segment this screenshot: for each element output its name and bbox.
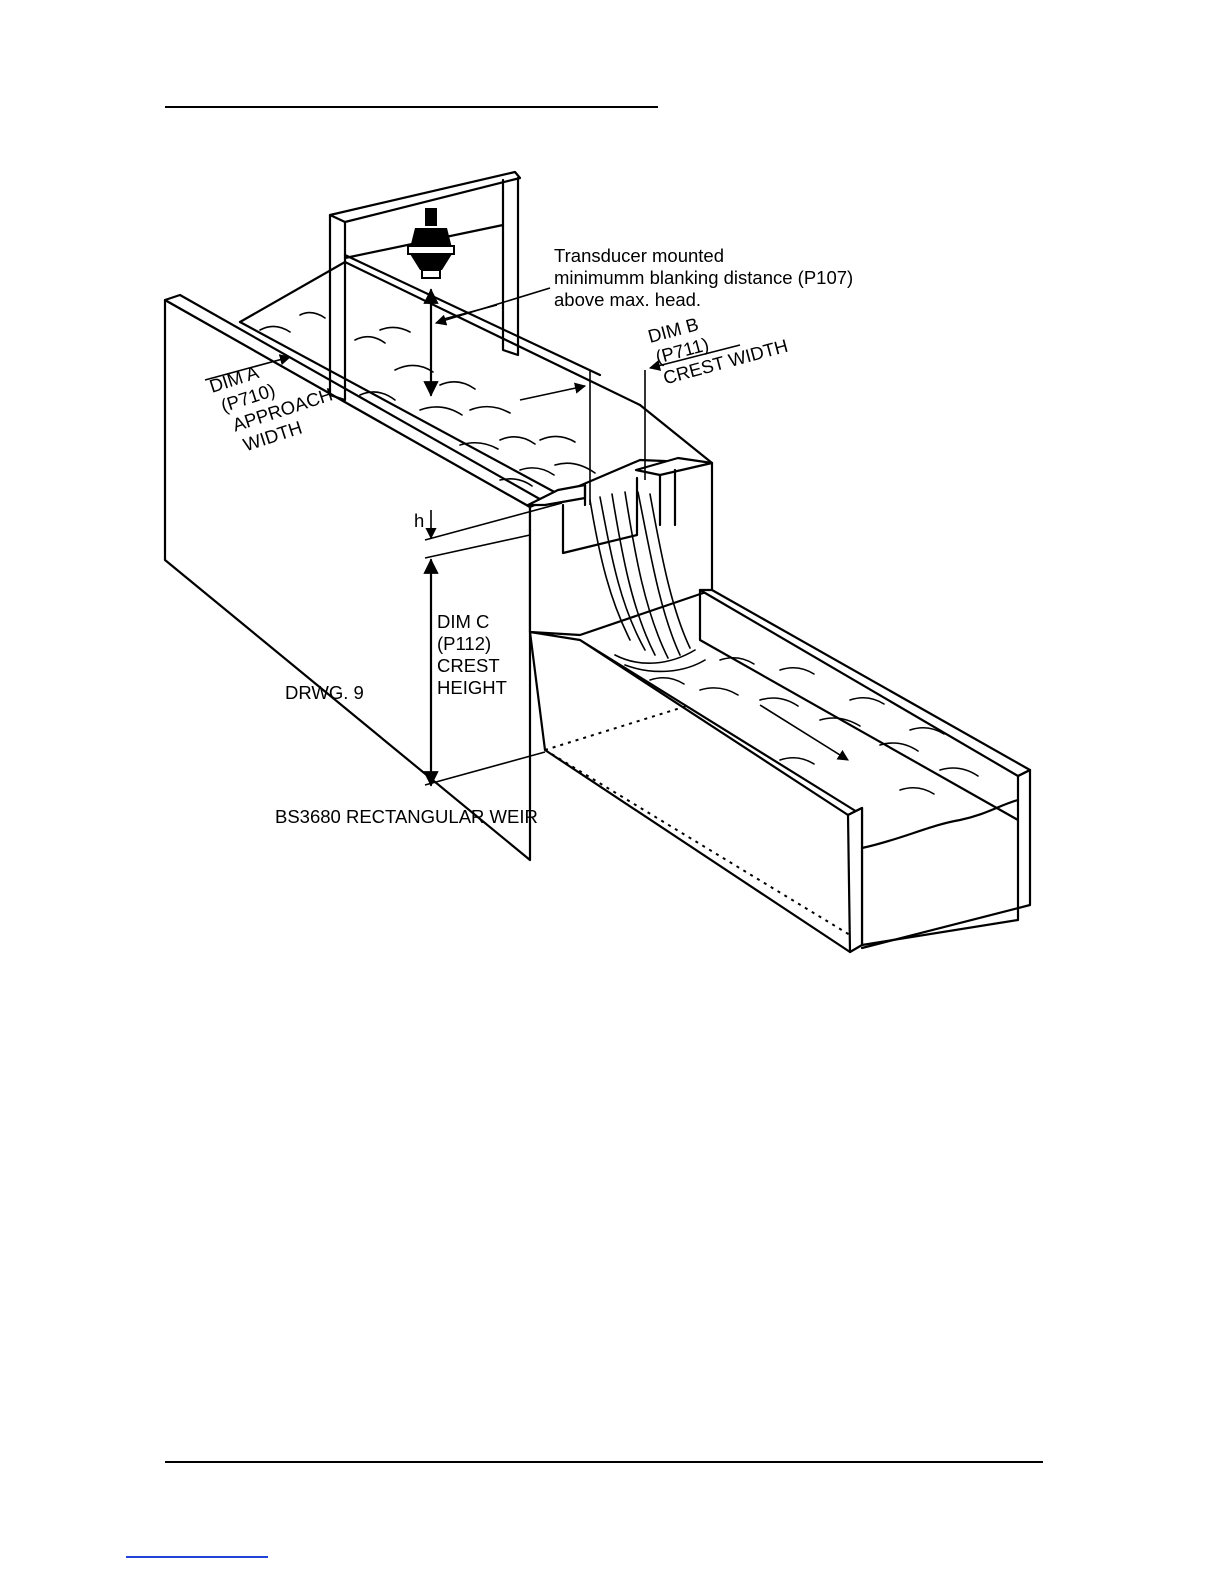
drawing-reference: DRWG. 9 — [285, 682, 364, 703]
dim-c-line2: (P112) — [437, 633, 491, 654]
dim-c-line3: CREST — [437, 655, 500, 676]
downstream-channel — [530, 590, 1030, 952]
transducer-note-line1: Transducer mounted — [554, 245, 724, 266]
mounting-frame — [330, 172, 520, 400]
dim-c-line1: DIM C — [437, 611, 489, 632]
weir-plate — [528, 458, 712, 635]
transducer-note-line2: minimumm blanking distance (P107) — [554, 267, 853, 288]
footer-link-underline[interactable] — [126, 1556, 268, 1558]
flow-direction-arrow — [760, 705, 848, 760]
footer-rule — [165, 1461, 1043, 1463]
dim-c-line4: HEIGHT — [437, 677, 507, 698]
figure-title: BS3680 RECTANGULAR WEIR — [275, 806, 538, 827]
transducer-icon — [408, 208, 454, 278]
transducer-note-line3: above max. head. — [554, 289, 701, 310]
head-symbol: h — [414, 510, 424, 531]
